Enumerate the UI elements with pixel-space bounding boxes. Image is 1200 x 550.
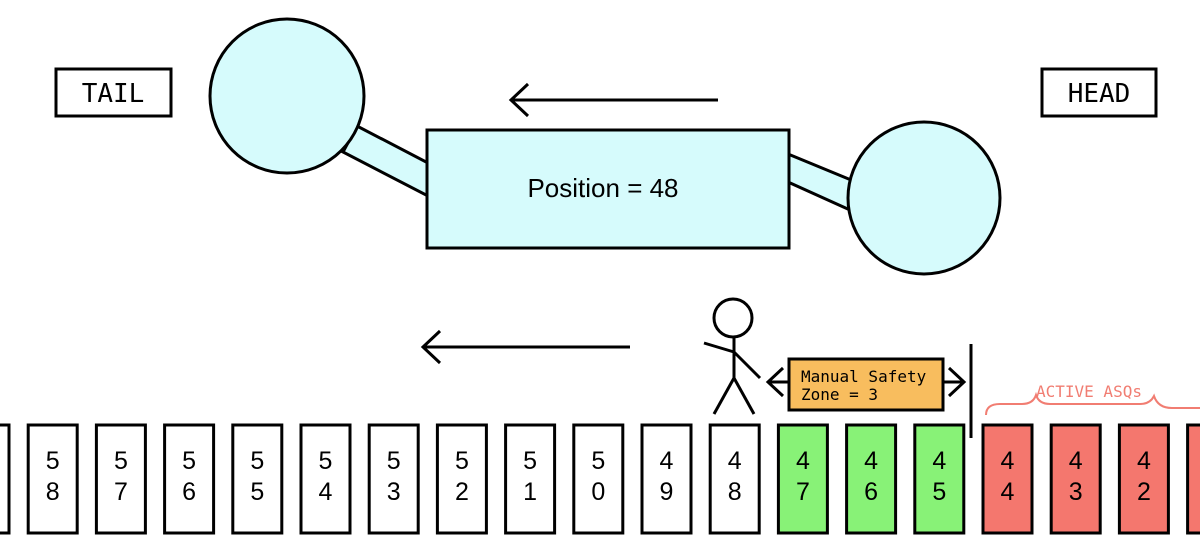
tail-label: TAIL bbox=[82, 79, 145, 109]
head-connector-bar bbox=[786, 151, 858, 213]
slot-box bbox=[1049, 423, 1102, 535]
slot-digit-tens: 5 bbox=[387, 447, 401, 475]
slot-digit-tens: 4 bbox=[932, 447, 946, 475]
machine-body bbox=[425, 128, 791, 250]
slot-48: 48 bbox=[708, 423, 761, 535]
slot-digit-ones: 6 bbox=[864, 478, 878, 506]
head-label-box: HEAD bbox=[1040, 67, 1158, 118]
slot-box bbox=[367, 423, 420, 535]
slot-box bbox=[504, 423, 557, 535]
slot-56: 56 bbox=[163, 423, 216, 535]
tail-label-box: TAIL bbox=[54, 67, 173, 118]
slot-59: 59 bbox=[0, 423, 11, 535]
slot-digit-ones: 5 bbox=[932, 478, 946, 506]
slot-49: 49 bbox=[640, 423, 693, 535]
slot-digit-ones: 3 bbox=[1069, 478, 1083, 506]
slot-digit-tens: 4 bbox=[660, 447, 674, 475]
slot-box bbox=[163, 423, 216, 535]
slot-digit-ones: 3 bbox=[387, 478, 401, 506]
worker-stick-figure bbox=[703, 297, 762, 415]
slot-digit-tens: 4 bbox=[796, 447, 810, 475]
slot-58: 58 bbox=[26, 423, 79, 535]
slot-41: 41 bbox=[1186, 423, 1200, 535]
slot-box bbox=[572, 423, 625, 535]
slot-box bbox=[776, 423, 829, 535]
slot-digit-ones: 7 bbox=[114, 478, 128, 506]
safety-zone-box bbox=[787, 357, 945, 412]
slot-45: 45 bbox=[913, 423, 966, 535]
slot-47: 47 bbox=[776, 423, 829, 535]
slot-54: 54 bbox=[299, 423, 352, 535]
machine-direction-arrow bbox=[508, 82, 718, 118]
slot-42: 42 bbox=[1117, 423, 1170, 535]
safety-zone-label-line2: Zone = 3 bbox=[801, 385, 878, 404]
slot-digit-ones: 8 bbox=[46, 478, 60, 506]
slot-box bbox=[708, 423, 761, 535]
safety-zone-indicator: Manual Safety Zone = 3 bbox=[765, 357, 967, 412]
slot-box bbox=[26, 423, 79, 535]
slot-box bbox=[94, 423, 147, 535]
slot-digit-ones: 5 bbox=[250, 478, 264, 506]
slot-digit-tens: 4 bbox=[1069, 447, 1083, 475]
slot-46: 46 bbox=[845, 423, 898, 535]
slot-digit-tens: 5 bbox=[182, 447, 196, 475]
slot-box bbox=[913, 423, 966, 535]
slot-55: 55 bbox=[231, 423, 284, 535]
slot-digit-tens: 5 bbox=[455, 447, 469, 475]
slot-52: 52 bbox=[435, 423, 488, 535]
slot-digit-ones: 4 bbox=[1001, 478, 1015, 506]
slot-box bbox=[0, 423, 11, 535]
slot-box bbox=[299, 423, 352, 535]
slot-digit-ones: 2 bbox=[455, 478, 469, 506]
slot-digit-tens: 5 bbox=[114, 447, 128, 475]
slot-box bbox=[1117, 423, 1170, 535]
slot-digit-ones: 0 bbox=[591, 478, 605, 506]
slot-digit-ones: 2 bbox=[1137, 478, 1151, 506]
slot-44: 44 bbox=[981, 423, 1034, 535]
slot-digit-ones: 8 bbox=[728, 478, 742, 506]
head-label: HEAD bbox=[1068, 79, 1131, 109]
slot-digit-ones: 6 bbox=[182, 478, 196, 506]
tail-connector-bar bbox=[340, 123, 432, 199]
active-asqs-brace bbox=[985, 391, 1200, 416]
slot-box bbox=[231, 423, 284, 535]
tail-wheel-circle bbox=[208, 17, 366, 175]
slot-50: 50 bbox=[572, 423, 625, 535]
slot-digit-tens: 5 bbox=[46, 447, 60, 475]
position-label: Position = 48 bbox=[527, 173, 678, 203]
slot-43: 43 bbox=[1049, 423, 1102, 535]
slot-digit-ones: 9 bbox=[660, 478, 674, 506]
slot-box bbox=[435, 423, 488, 535]
slot-digit-tens: 4 bbox=[1001, 447, 1015, 475]
active-asqs-annotation: ACTIVE ASQs bbox=[985, 382, 1200, 416]
safety-zone-label-line1: Manual Safety bbox=[801, 367, 927, 386]
slot-digit-tens: 5 bbox=[591, 447, 605, 475]
head-wheel-circle bbox=[846, 120, 1002, 276]
slot-box bbox=[1186, 423, 1200, 535]
slot-digit-ones: 1 bbox=[523, 478, 537, 506]
slot-box bbox=[640, 423, 693, 535]
slot-digit-tens: 4 bbox=[1137, 447, 1151, 475]
slot-digit-tens: 5 bbox=[319, 447, 333, 475]
slot-51: 51 bbox=[504, 423, 557, 535]
slot-digit-ones: 4 bbox=[319, 478, 333, 506]
slot-digit-tens: 5 bbox=[523, 447, 537, 475]
slot-digit-tens: 4 bbox=[728, 447, 742, 475]
worker-direction-arrow bbox=[420, 329, 630, 365]
slot-box bbox=[845, 423, 898, 535]
safety-zone-double-arrow bbox=[765, 366, 967, 398]
slot-digit-tens: 4 bbox=[864, 447, 878, 475]
slot-53: 53 bbox=[367, 423, 420, 535]
slot-row: 59585756555453525150494847464544434241 bbox=[0, 423, 1200, 535]
slot-digit-tens: 5 bbox=[250, 447, 264, 475]
slot-57: 57 bbox=[94, 423, 147, 535]
slot-digit-ones: 7 bbox=[796, 478, 810, 506]
slot-box bbox=[981, 423, 1034, 535]
active-asqs-label: ACTIVE ASQs bbox=[1036, 382, 1142, 401]
